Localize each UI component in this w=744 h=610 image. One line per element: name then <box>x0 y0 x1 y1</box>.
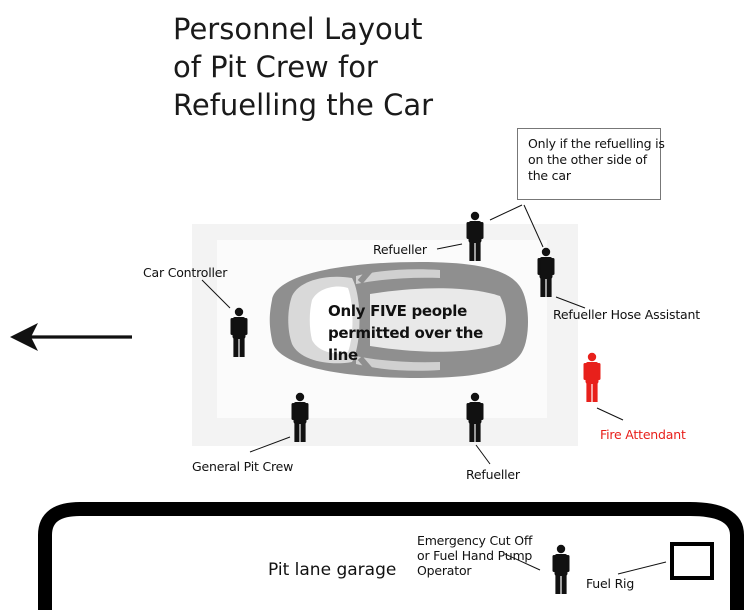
title-line-2: of Pit Crew for <box>173 50 378 84</box>
operator-line-3: Operator <box>417 563 472 578</box>
fuel-rig <box>670 542 714 580</box>
car-controller-label: Car Controller <box>143 265 228 280</box>
notice-line-2: permitted over the <box>328 324 484 342</box>
notice-line-3: line <box>328 346 358 364</box>
fire-attendant-label: Fire Attendant <box>600 427 686 442</box>
note-line-3: the car <box>528 168 571 183</box>
fire-attendant-figure <box>583 352 601 402</box>
fuel-rig-label: Fuel Rig <box>586 576 635 591</box>
general-pit-crew-label: General Pit Crew <box>192 459 294 474</box>
car <box>269 262 528 378</box>
other-side-note: Only if the refuelling is on the other s… <box>517 128 665 200</box>
note-line-2: on the other side of <box>528 152 647 167</box>
connector-lines <box>201 204 667 575</box>
note-line-1: Only if the refuelling is <box>528 136 665 151</box>
notice-line-1: Only FIVE people <box>328 302 467 320</box>
direction-arrow-icon <box>10 323 132 351</box>
refueller-bottom-label: Refueller <box>466 467 520 482</box>
title-line-3: Refuelling the Car <box>173 88 434 122</box>
operator-figure <box>552 544 570 594</box>
five-people-notice: Only FIVE people permitted over the line <box>328 300 483 366</box>
garage-outline <box>38 502 744 610</box>
operator-label: Emergency Cut Off or Fuel Hand Pump Oper… <box>417 533 532 578</box>
hose-assistant-label: Refueller Hose Assistant <box>553 307 700 322</box>
operator-line-1: Emergency Cut Off <box>417 533 533 548</box>
refueller-top-label: Refueller <box>373 242 427 257</box>
page-title: Personnel Layout of Pit Crew for Refuell… <box>173 10 433 124</box>
pit-lane-garage-label: Pit lane garage <box>268 560 397 580</box>
operator-line-2: or Fuel Hand Pump <box>417 548 533 563</box>
title-line-1: Personnel Layout <box>173 12 423 46</box>
